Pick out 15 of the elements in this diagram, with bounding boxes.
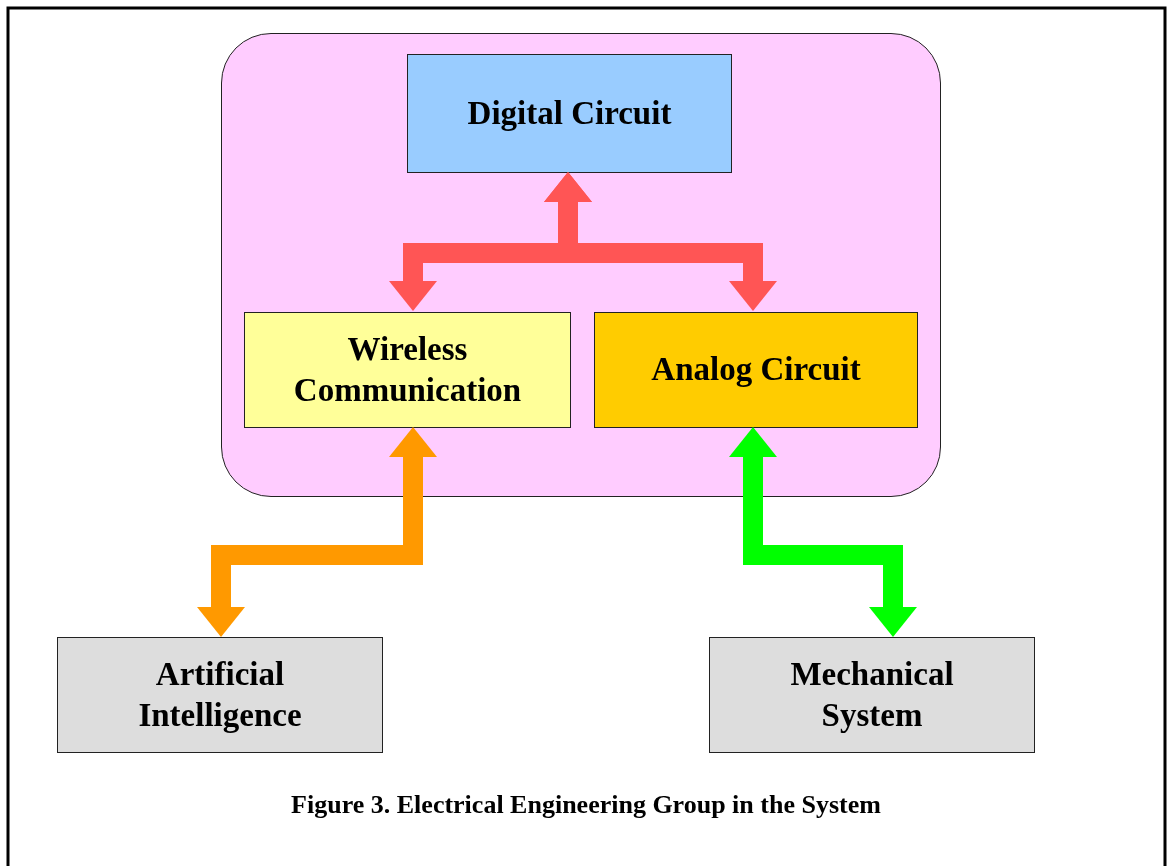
process-box bbox=[57, 637, 383, 753]
double-arrow bbox=[544, 172, 777, 311]
double-arrow bbox=[197, 427, 437, 637]
double-arrow bbox=[729, 427, 917, 637]
figure-caption: Figure 3. Electrical Engineering Group in the System bbox=[291, 790, 881, 820]
node-label: Digital Circuit bbox=[467, 93, 672, 133]
node-label: Mechanical System bbox=[789, 654, 955, 735]
process-box bbox=[594, 312, 918, 428]
process-box bbox=[244, 312, 571, 428]
process-box bbox=[709, 637, 1035, 753]
group-panel bbox=[221, 33, 941, 497]
process-box bbox=[407, 54, 732, 173]
node-label: Wireless Communication bbox=[292, 329, 523, 410]
node-label: Artificial Intelligence bbox=[137, 654, 303, 735]
node-label: Analog Circuit bbox=[651, 350, 861, 390]
